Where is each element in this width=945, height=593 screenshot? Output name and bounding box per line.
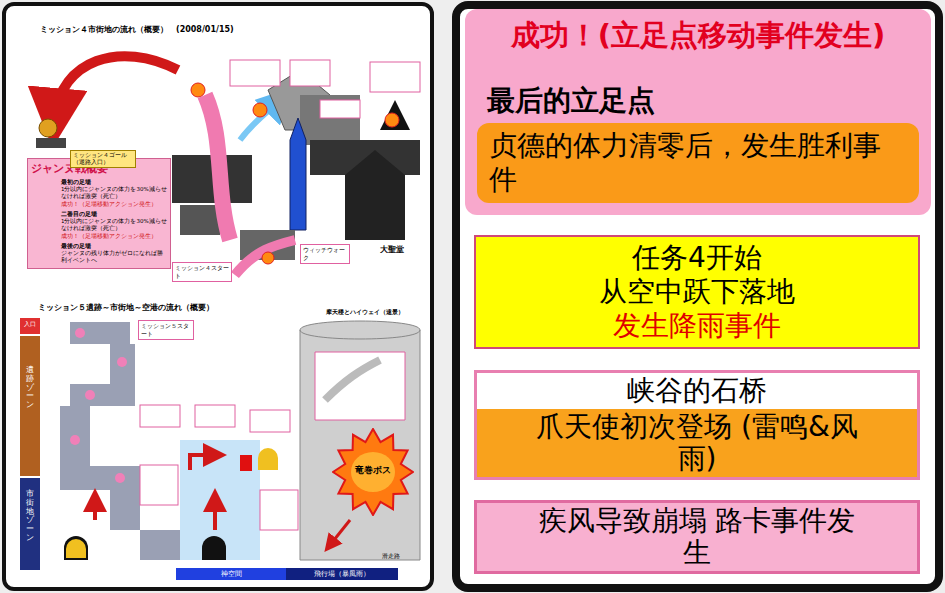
label-text: 摩天楼とハイウェイ（遠景） (326, 308, 404, 317)
step-box: 成功！（足場移動アクション発生） (61, 233, 167, 240)
zone-band: 飛行場（暴風雨） (286, 568, 398, 580)
step-box: 成功！（足場移動アクション発生） (61, 201, 167, 208)
node-title: 贞德的体力清零后，发生胜利事件 (489, 129, 907, 197)
label-text: ミッション４市街地の流れ（概要） (2008/01/15) (40, 24, 234, 35)
node-text: 1分以内にジャンヌの体力を30%減らせなければ激突（死亡） (61, 186, 167, 200)
node-text: 从空中跃下落地 (482, 275, 912, 309)
boss-burst: 竜巻ボス (332, 428, 414, 516)
node-text: ジャンヌの残り体力がゼロになれば勝利イベントへ (61, 250, 167, 264)
node-title: 二番目の足場 (61, 210, 167, 218)
label-text: ミッション５遺跡～市街地～空港の流れ（概要） (38, 302, 214, 313)
node-title: 飛行場（暴風雨） (286, 568, 398, 580)
zone-band: 市街地ゾーン (20, 478, 40, 570)
start-box: ミッション４スタート (172, 262, 232, 282)
zone-band: 遺跡ゾーン (20, 336, 40, 476)
node-title: 成功！(立足点移动事件发生) (465, 17, 931, 53)
node-text: 发生降雨事件 (482, 309, 912, 343)
node-title: 遺跡ゾーン (26, 366, 34, 410)
callout-box: ウィッチウォーク (300, 244, 350, 264)
node-title: 成功！（足場移動アクション発生） (61, 233, 167, 240)
event-panel: 成功！(立足点移动事件发生)最后的立足点贞德的体力清零后，发生胜利事件 (465, 9, 931, 215)
node-title: 最後の足場 (61, 242, 167, 250)
zone-band: 神空間 (176, 568, 286, 580)
label-text: 滑走路 (382, 552, 400, 561)
summary-panel: ジャンヌ戦概要最初の足場1分以内にジャンヌの体力を30%減らせなければ激突（死亡… (27, 158, 171, 269)
node-title: 入口 (20, 320, 40, 328)
node-title: 峡谷的石桥 (477, 373, 917, 409)
node-title: ミッション４スタート (175, 264, 229, 280)
event-box: 任务4开始从空中跃下落地发生降雨事件 (474, 235, 920, 349)
node-title: ミッション５スタート (141, 322, 191, 338)
label-text: 大聖堂 (380, 244, 404, 255)
node-title: 爪天使初次登场 (雷鸣&风雨) (517, 411, 877, 475)
event-box: 峡谷的石桥爪天使初次登场 (雷鸣&风雨) (474, 370, 920, 480)
node-title: 任务4开始 (482, 241, 912, 275)
event-box: 爪天使初次登场 (雷鸣&风雨) (477, 409, 917, 477)
start-box: ミッション５スタート (138, 320, 194, 340)
node-title: 成功！（足場移動アクション発生） (61, 201, 167, 208)
node-text: 最后的立足点 (465, 53, 931, 123)
node-title: 最初の足場 (61, 178, 167, 186)
event-box: 疾风导致崩塌 路卡事件发生 (474, 500, 920, 574)
zone-band: 入口 (20, 318, 40, 334)
node-text: 1分以内にジャンヌの体力を30%減らせなければ激突（死亡） (61, 218, 167, 232)
step-box: 最初の足場1分以内にジャンヌの体力を30%減らせなければ激突（死亡） (61, 178, 167, 200)
node-title: 竜巻ボス (332, 464, 414, 476)
goal-box: ミッション４ゴール（退路入口） (70, 150, 136, 168)
event-box: 贞德的体力清零后，发生胜利事件 (477, 123, 919, 203)
step-box: 最後の足場ジャンヌの残り体力がゼロになれば勝利イベントへ (61, 242, 167, 264)
step-box: 二番目の足場1分以内にジャンヌの体力を30%減らせなければ激突（死亡） (61, 210, 167, 232)
left-panel (4, 4, 432, 589)
node-title: 神空間 (176, 568, 286, 580)
right-panel (456, 5, 939, 588)
node-title: 疾风导致崩塌 路卡事件发生 (537, 505, 857, 569)
node-title: ミッション４ゴール（退路入口） (73, 152, 133, 166)
node-title: 市街地ゾーン (26, 490, 34, 543)
node-title: ウィッチウォーク (303, 246, 347, 262)
